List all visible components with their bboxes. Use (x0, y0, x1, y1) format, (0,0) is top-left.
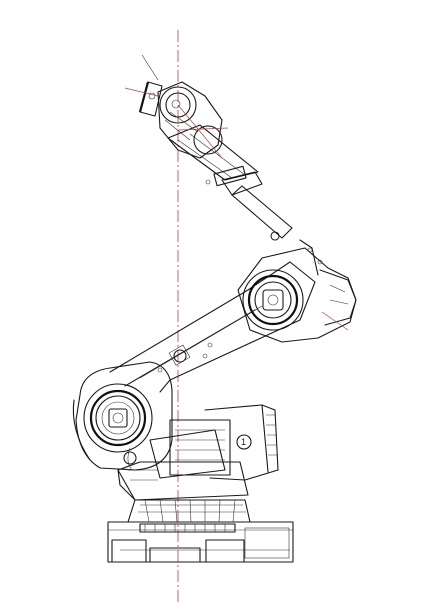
axis-number-label: 1 (241, 437, 246, 447)
elbow-joint (237, 239, 357, 343)
robot-turntable: 1 (117, 404, 279, 501)
robot-base (107, 499, 294, 563)
tool-flange (124, 54, 163, 117)
upper-arm (167, 124, 293, 241)
lower-arm (72, 261, 316, 471)
wrist-joint (157, 81, 229, 159)
